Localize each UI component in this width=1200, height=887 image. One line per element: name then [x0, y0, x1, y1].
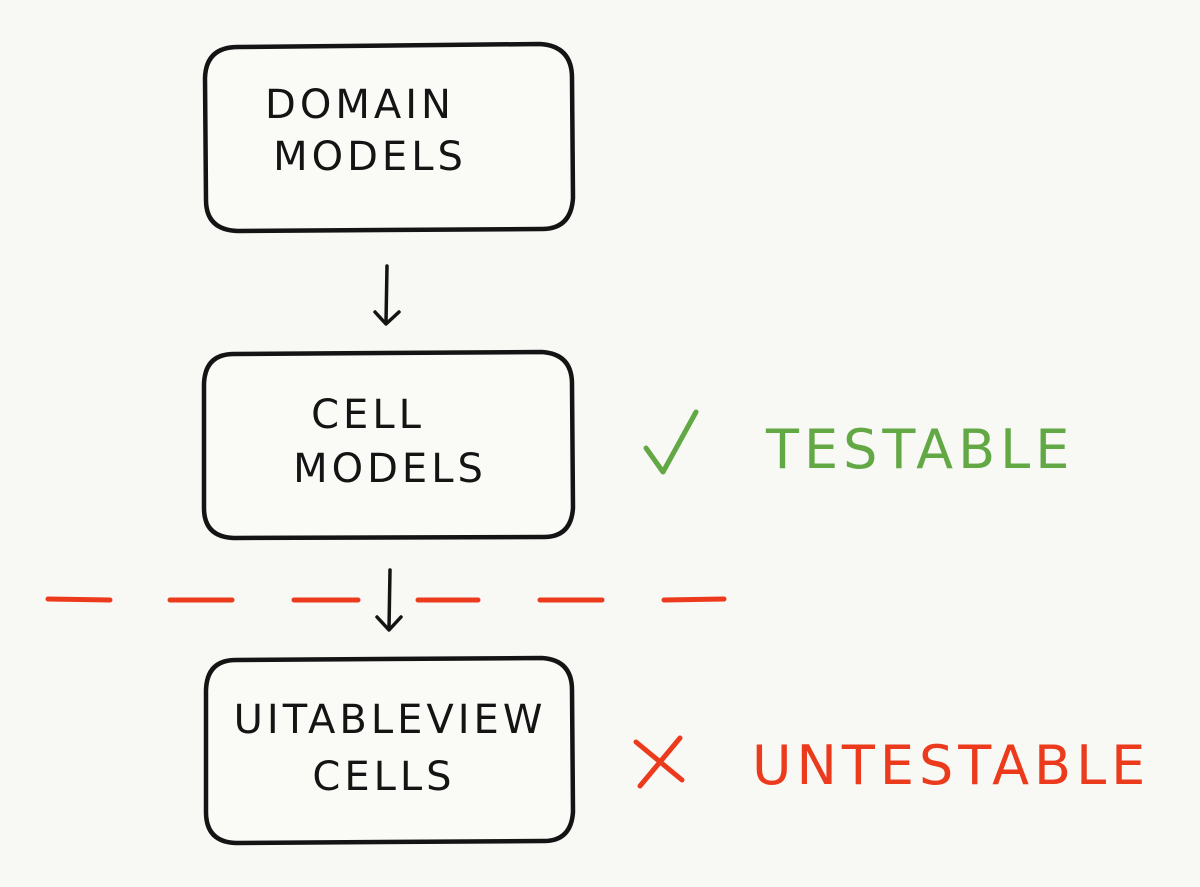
untestable-text: UNTESTABLE — [752, 734, 1150, 797]
box-domain-models-border — [202, 41, 576, 234]
arrow-cell-to-uitableview-head — [375, 615, 403, 632]
arrow-domain-to-cell-shaft — [384, 264, 389, 324]
arrow-domain-to-cell-head — [373, 310, 401, 326]
divider-dash-6 — [661, 596, 727, 603]
divider-dash-1 — [45, 596, 113, 603]
box-uitableview-cells-line1: UITABLEVIEW — [234, 697, 547, 743]
box-cell-models-border — [201, 349, 576, 541]
check-mark-icon — [643, 409, 699, 475]
arrow-cell-to-uitableview-shaft — [387, 568, 392, 630]
box-uitableview-cells: UITABLEVIEW CELLS — [203, 655, 576, 846]
testability-divider — [45, 596, 727, 603]
cross-mark-icon — [633, 735, 685, 789]
testable-text: TESTABLE — [765, 418, 1074, 481]
box-domain-models: DOMAIN MODELS — [202, 41, 576, 234]
box-domain-models-line1: DOMAIN — [265, 82, 455, 128]
box-domain-models-line2: MODELS — [273, 134, 467, 180]
box-cell-models-line2: MODELS — [293, 446, 487, 492]
box-uitableview-cells-border — [203, 655, 576, 846]
box-uitableview-cells-line2: CELLS — [312, 754, 455, 800]
testable-label: TESTABLE — [643, 409, 1074, 481]
arrow-cell-to-uitableview — [375, 568, 403, 632]
box-cell-models: CELL MODELS — [201, 349, 576, 541]
box-cell-models-line1: CELL — [311, 392, 425, 438]
arrow-domain-to-cell — [373, 264, 401, 326]
untestable-label: UNTESTABLE — [633, 734, 1150, 797]
